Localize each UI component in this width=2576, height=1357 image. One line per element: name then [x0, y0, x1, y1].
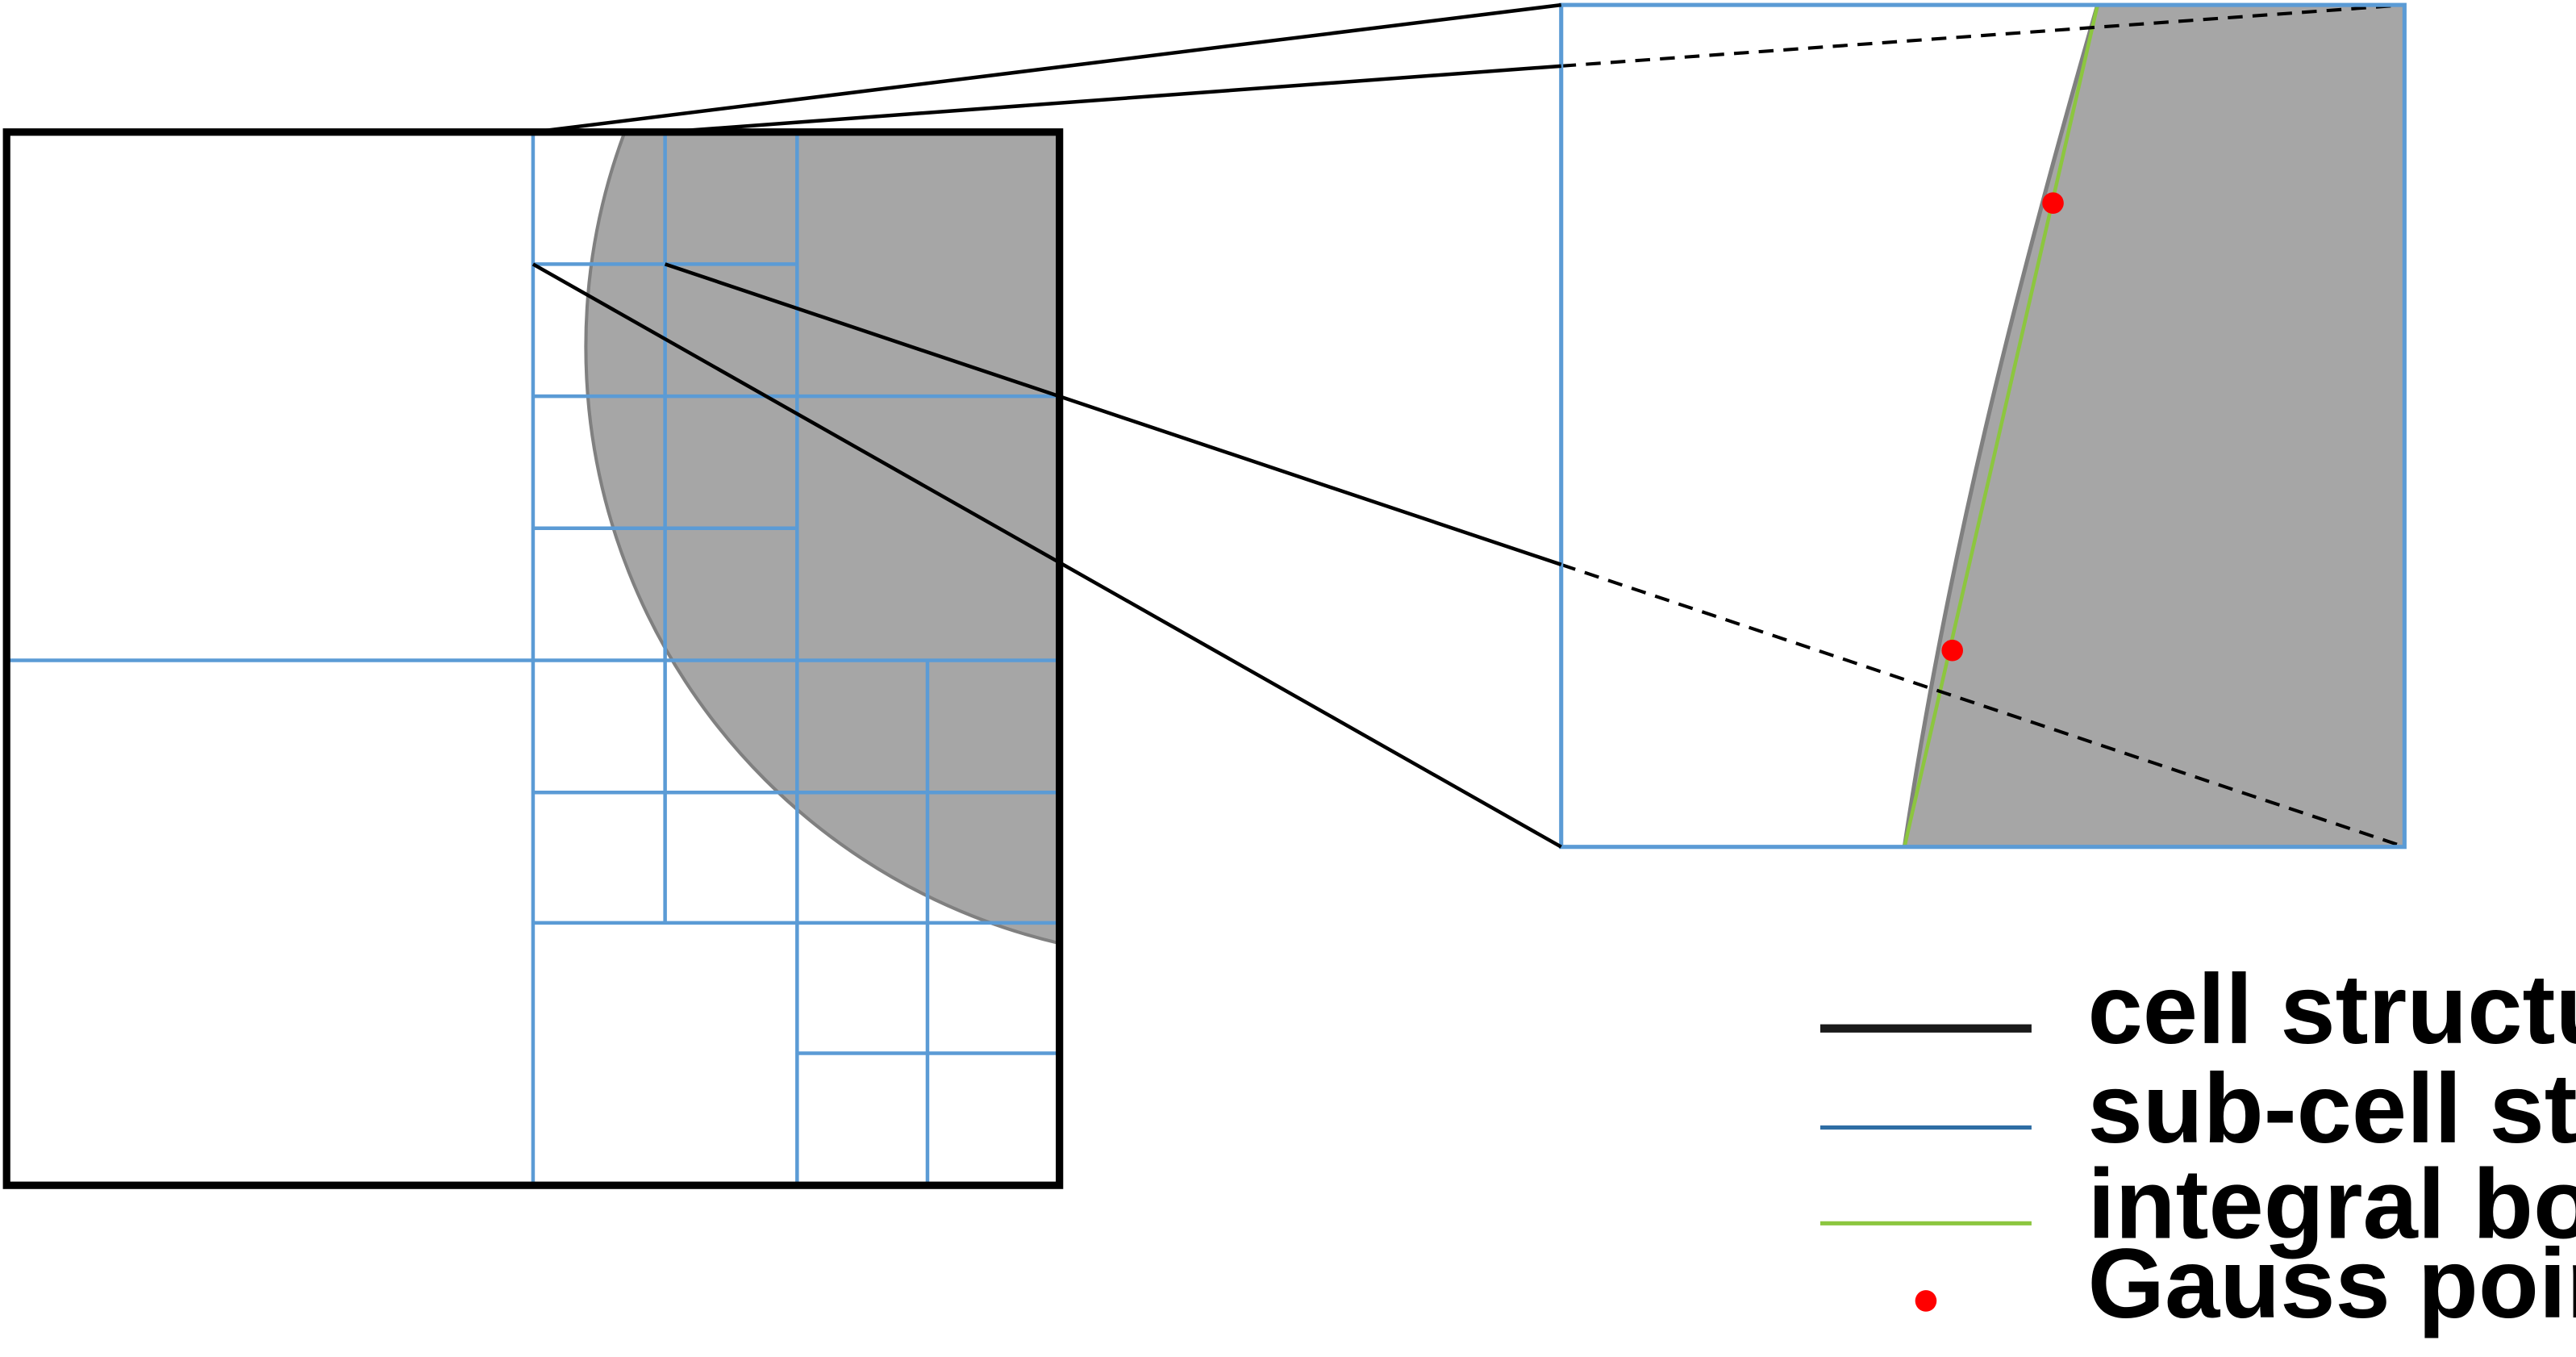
- zoom-dashed-line-top: [1561, 3, 2405, 68]
- legend-label: Gauss points: [2087, 1229, 2576, 1339]
- gauss-point: [1941, 639, 1963, 662]
- legend: cell structure sub-cell structure integr…: [1819, 954, 2576, 1339]
- connector-bottom-right: [664, 262, 1562, 566]
- legend-item-gauss-points: Gauss points: [1915, 1229, 2576, 1339]
- legend-label: integral boundary: [2087, 1150, 2576, 1260]
- connector-bottom-left: [531, 262, 1562, 849]
- domain-region: [584, 132, 1060, 946]
- zoom-connectors: [531, 2, 1562, 849]
- main-cell: [2, 128, 1064, 1189]
- legend-marker-gauss-points: [1915, 1290, 1937, 1312]
- zoom-domain-edge: [1902, 5, 2100, 847]
- legend-item-integral-boundary: integral boundary: [1819, 1150, 2576, 1260]
- legend-item-sub-cell-structure: sub-cell structure: [1819, 1054, 2576, 1164]
- zoomed-sub-cell: [1559, 2, 2407, 850]
- legend-label: cell structure: [2087, 954, 2576, 1065]
- sub-cell-grid: [6, 132, 1060, 1186]
- legend-item-cell-structure: cell structure: [1819, 954, 2576, 1065]
- zoom-domain-region: [1904, 5, 2405, 847]
- connector-top-right: [665, 64, 1561, 134]
- integral-boundary-line: [1903, 4, 2099, 848]
- legend-label: sub-cell structure: [2087, 1054, 2576, 1164]
- connector-top-left: [532, 2, 1562, 134]
- gauss-point: [2042, 192, 2064, 214]
- zoom-box-border: [1559, 2, 2407, 850]
